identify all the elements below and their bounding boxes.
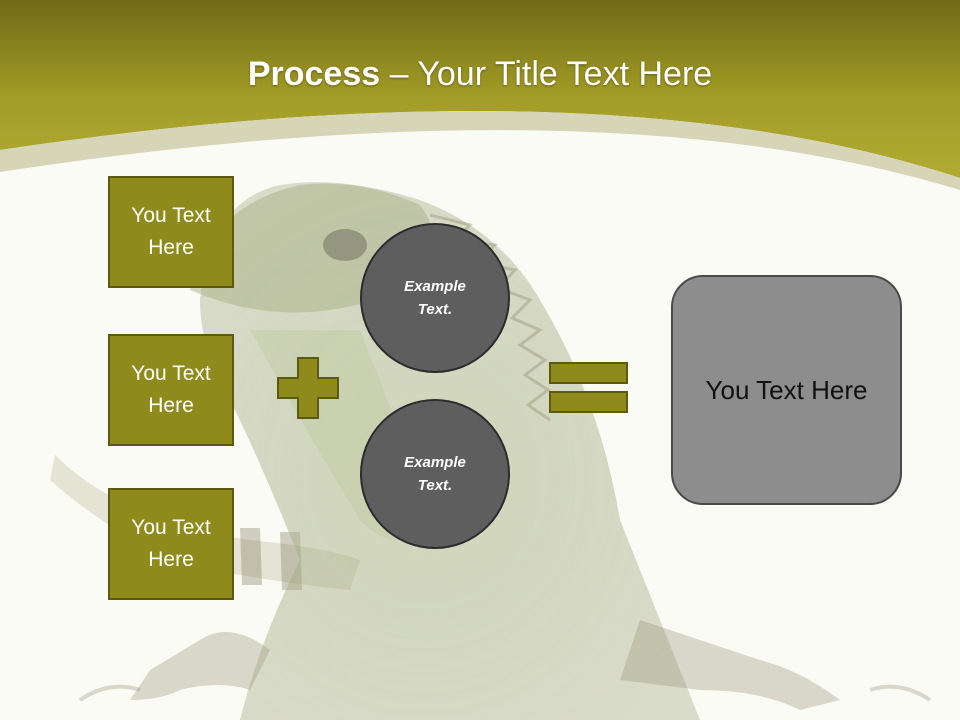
result-box[interactable]: You Text Here (671, 275, 902, 505)
equals-icon (549, 362, 628, 413)
process-box-1[interactable]: You Text Here (108, 176, 234, 288)
page-title: Process – Your Title Text Here (0, 52, 960, 96)
process-box-label: You Text Here (131, 204, 211, 259)
title-dash: – (380, 55, 418, 93)
example-circle-1[interactable]: Example Text. (360, 223, 510, 373)
example-circle-label: Example Text. (404, 278, 466, 318)
process-box-2[interactable]: You Text Here (108, 334, 234, 446)
process-box-3[interactable]: You Text Here (108, 488, 234, 600)
result-label: You Text Here (705, 374, 868, 405)
example-circle-label: Example Text. (404, 454, 466, 494)
process-box-label: You Text Here (131, 362, 211, 417)
title-rest: Your Title Text Here (417, 55, 713, 93)
process-box-label: You Text Here (131, 516, 211, 571)
example-circle-2[interactable]: Example Text. (360, 399, 510, 549)
plus-icon (277, 357, 339, 419)
title-strong: Process (247, 55, 381, 93)
header-band (0, 0, 960, 190)
